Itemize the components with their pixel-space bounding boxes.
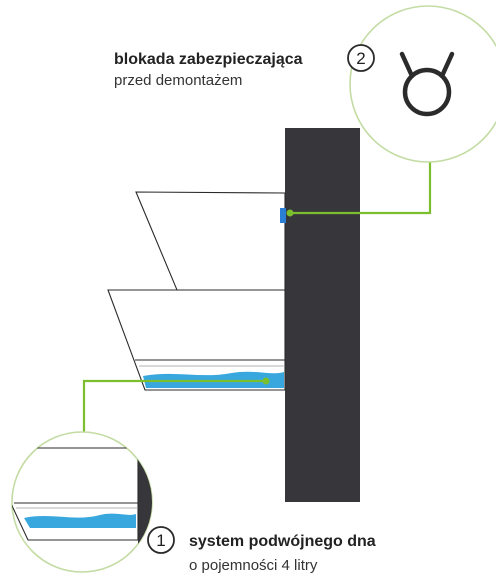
lower-planter bbox=[107, 289, 286, 391]
lock-marker bbox=[280, 208, 286, 223]
wall-panel bbox=[285, 128, 360, 502]
bottom-callout-title: system podwójnego dna bbox=[189, 533, 376, 550]
lock-number-badge bbox=[347, 44, 375, 72]
upper-planter bbox=[135, 191, 286, 291]
lock-callout-subtitle: przed demontażem bbox=[114, 72, 242, 89]
water-reservoir bbox=[143, 371, 284, 388]
bottom-number-badge bbox=[147, 526, 175, 554]
bottom-leader-line bbox=[82, 379, 266, 432]
bottom-leader-dot bbox=[262, 377, 270, 385]
bottom-number: 1 bbox=[156, 531, 165, 550]
bottom-callout-subtitle: o pojemności 4 litry bbox=[189, 557, 318, 574]
taurus-lock-icon bbox=[399, 51, 455, 117]
lock-number: 2 bbox=[356, 49, 365, 68]
zoom-water bbox=[24, 513, 136, 528]
lock-callout-title: blokada zabezpieczająca bbox=[114, 51, 303, 68]
zoom-wall bbox=[138, 440, 152, 572]
bottom-zoom-circle bbox=[11, 431, 153, 573]
lock-zoom-circle bbox=[349, 5, 496, 163]
lock-leader-line bbox=[290, 162, 432, 215]
lock-leader-dot bbox=[286, 209, 294, 217]
zoom-planter-outline bbox=[12, 447, 139, 541]
